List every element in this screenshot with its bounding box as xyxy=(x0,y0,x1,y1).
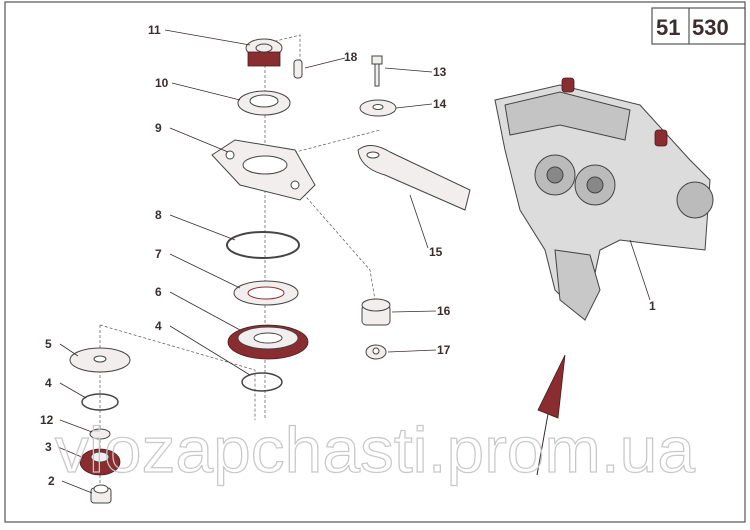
direction-arrow xyxy=(536,354,566,476)
callout-14: 14 xyxy=(433,97,447,111)
part-4-o-ring xyxy=(241,372,283,392)
watermark: viozapchasti.prom.ua xyxy=(55,414,695,486)
sheet-number-box: 51 530 xyxy=(651,7,746,45)
part-5-washer xyxy=(69,347,131,373)
callout-15: 15 xyxy=(429,245,443,259)
group-number: 51 xyxy=(656,15,680,40)
callout-18: 18 xyxy=(344,50,358,64)
part-15-lever xyxy=(357,145,471,211)
part-14-washer xyxy=(359,99,397,117)
part-9-flange-plate xyxy=(211,139,316,201)
callout-7: 7 xyxy=(155,247,162,261)
callout-8: 8 xyxy=(155,208,162,222)
callout-1: 1 xyxy=(649,299,656,313)
callout-9: 9 xyxy=(155,121,162,135)
part-17-nut xyxy=(365,344,387,360)
assembly-axis-lines xyxy=(99,34,381,500)
part-4-o-ring-lower xyxy=(81,393,119,411)
part-10-bearing xyxy=(237,90,291,116)
callout-3: 3 xyxy=(45,440,52,454)
part-3-gear xyxy=(79,448,121,476)
part-12-ring xyxy=(89,428,111,440)
page-number: 530 xyxy=(692,15,729,40)
callout-16: 16 xyxy=(437,304,451,318)
part-1-gearbox-housing xyxy=(494,77,714,322)
frame-border xyxy=(4,1,746,523)
callout-2: 2 xyxy=(48,474,55,488)
callout-leader-lines xyxy=(57,29,651,494)
part-2-nut xyxy=(90,484,112,504)
callout-17: 17 xyxy=(437,343,451,357)
callout-10: 10 xyxy=(155,76,169,90)
part-16-spacer xyxy=(361,298,391,326)
part-11-bearing-cup xyxy=(245,38,283,67)
part-13-bolt xyxy=(371,55,383,87)
callout-4-lower: 4 xyxy=(45,376,52,390)
callout-13: 13 xyxy=(433,65,447,79)
callout-6: 6 xyxy=(155,285,162,299)
part-6-clutch-disc xyxy=(227,324,309,360)
callout-4-upper: 4 xyxy=(155,319,162,333)
part-7-friction-disc xyxy=(233,280,299,306)
part-18-key xyxy=(293,59,303,79)
callout-5: 5 xyxy=(45,337,52,351)
callout-12: 12 xyxy=(40,413,54,427)
part-8-o-ring xyxy=(226,231,300,259)
callout-11: 11 xyxy=(148,23,161,37)
